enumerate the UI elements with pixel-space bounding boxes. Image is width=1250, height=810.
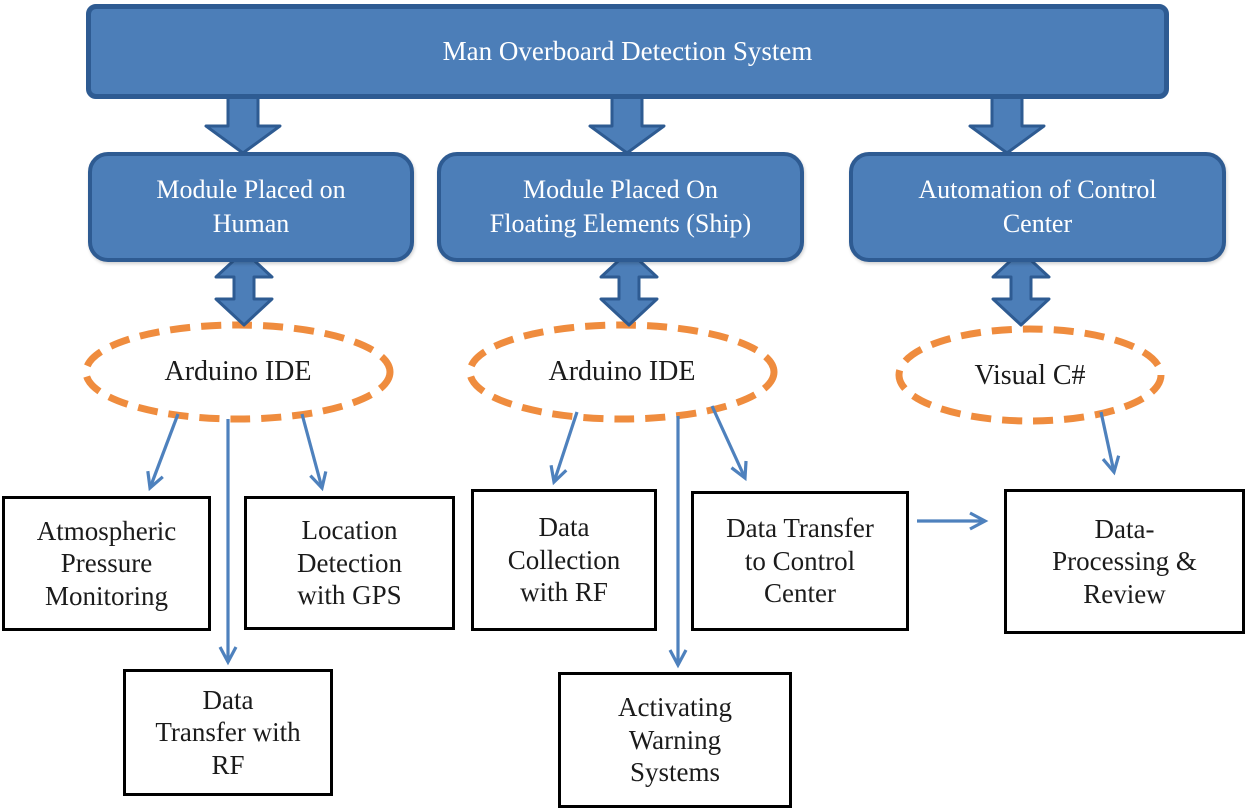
tool-label-arduino-ide-1: Arduino IDE — [86, 350, 390, 394]
task-label: Data Transfer with RF — [155, 684, 301, 780]
arrow-to-data-processing — [1099, 411, 1121, 476]
arrow-to-atmospheric-pressure — [146, 413, 180, 492]
tool-label-text: Arduino IDE — [548, 356, 696, 387]
ellipse-arduino-ide-2 — [466, 321, 778, 423]
title-banner: Man Overboard Detection System — [86, 4, 1169, 99]
task-label: Activating Warning Systems — [618, 692, 732, 788]
task-label: Atmospheric Pressure Monitoring — [36, 515, 177, 611]
task-box-data-collection-rf: Data Collection with RF — [471, 489, 657, 631]
tool-label-visual-csharp: Visual C# — [899, 354, 1161, 398]
task-box-activating-warning-systems: Activating Warning Systems — [558, 672, 792, 808]
tool-label-text: Visual C# — [974, 360, 1086, 391]
task-label: Data Collection with RF — [507, 512, 621, 608]
module-box-control-center-label: Automation of Control Center — [918, 175, 1157, 238]
down-block-arrow-3 — [968, 95, 1046, 155]
module-box-human: Module Placed on Human — [88, 152, 414, 262]
arrow-to-data-collection — [549, 411, 579, 486]
module-box-floating-elements: Module Placed On Floating Elements (Ship… — [437, 152, 804, 262]
double-block-arrow-2 — [599, 249, 659, 327]
task-box-data-transfer-rf: Data Transfer with RF — [123, 669, 333, 796]
double-block-arrow-1 — [214, 249, 274, 327]
tool-label-text: Arduino IDE — [164, 356, 312, 387]
task-box-data-processing-review: Data- Processing & Review — [1004, 489, 1245, 634]
arrow-to-data-transfer-control — [710, 405, 748, 482]
diagram-title: Man Overboard Detection System — [442, 36, 813, 66]
task-box-atmospheric-pressure-monitoring: Atmospheric Pressure Monitoring — [2, 496, 211, 631]
task-label: Location Detection with GPS — [297, 515, 402, 611]
task-label: Data Transfer to Control Center — [726, 513, 874, 609]
double-block-arrow-3 — [991, 249, 1051, 327]
ellipse-visual-csharp — [895, 325, 1165, 425]
module-box-human-label: Module Placed on Human — [156, 175, 346, 238]
down-block-arrow-2 — [588, 95, 666, 155]
task-label: Data- Processing & Review — [1052, 513, 1197, 609]
task-box-data-transfer-control-center: Data Transfer to Control Center — [691, 491, 909, 631]
task-box-location-detection-gps: Location Detection with GPS — [244, 496, 455, 630]
arrow-to-location-detection — [300, 413, 328, 492]
module-box-control-center: Automation of Control Center — [849, 152, 1226, 262]
ellipse-arduino-ide-1 — [82, 321, 394, 423]
module-box-floating-elements-label: Module Placed On Floating Elements (Ship… — [489, 175, 752, 238]
down-block-arrow-1 — [204, 95, 282, 155]
tool-label-arduino-ide-2: Arduino IDE — [470, 350, 774, 394]
